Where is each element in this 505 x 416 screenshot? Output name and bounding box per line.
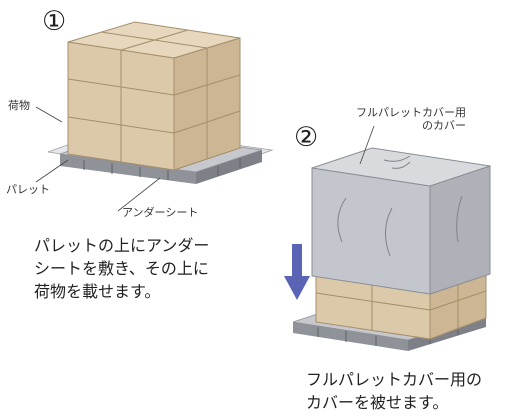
step2-number: ② bbox=[294, 122, 319, 153]
pallet-right-side bbox=[196, 150, 262, 184]
under-sheet-label: アンダーシート bbox=[122, 206, 199, 219]
pallet2-front-side bbox=[293, 322, 408, 351]
step1-illustration bbox=[35, 21, 274, 212]
cover-label: フルパレットカバー用 のカバー bbox=[356, 106, 466, 132]
pallet-slats bbox=[83, 158, 241, 180]
pallet-front-side bbox=[60, 154, 196, 184]
step1-number: ① bbox=[42, 6, 67, 37]
cover-right bbox=[429, 165, 491, 295]
step1-caption: パレットの上にアンダー シートを敷き、その上に 荷物を載せます。 bbox=[34, 236, 210, 301]
cover-wrinkles bbox=[337, 155, 463, 257]
cargo-box-seams bbox=[67, 29, 241, 162]
cover-leader bbox=[359, 125, 375, 165]
step1-leaders bbox=[35, 106, 161, 212]
cover-top bbox=[311, 147, 491, 187]
cargo-label: 荷物 bbox=[8, 99, 30, 112]
pallet-label: パレット bbox=[6, 183, 50, 196]
step2-illustration bbox=[284, 125, 491, 351]
down-arrow-icon bbox=[284, 244, 310, 300]
cover-front bbox=[311, 167, 431, 295]
step2-caption: フルパレットカバー用の カバーを被せます。 bbox=[306, 370, 483, 412]
